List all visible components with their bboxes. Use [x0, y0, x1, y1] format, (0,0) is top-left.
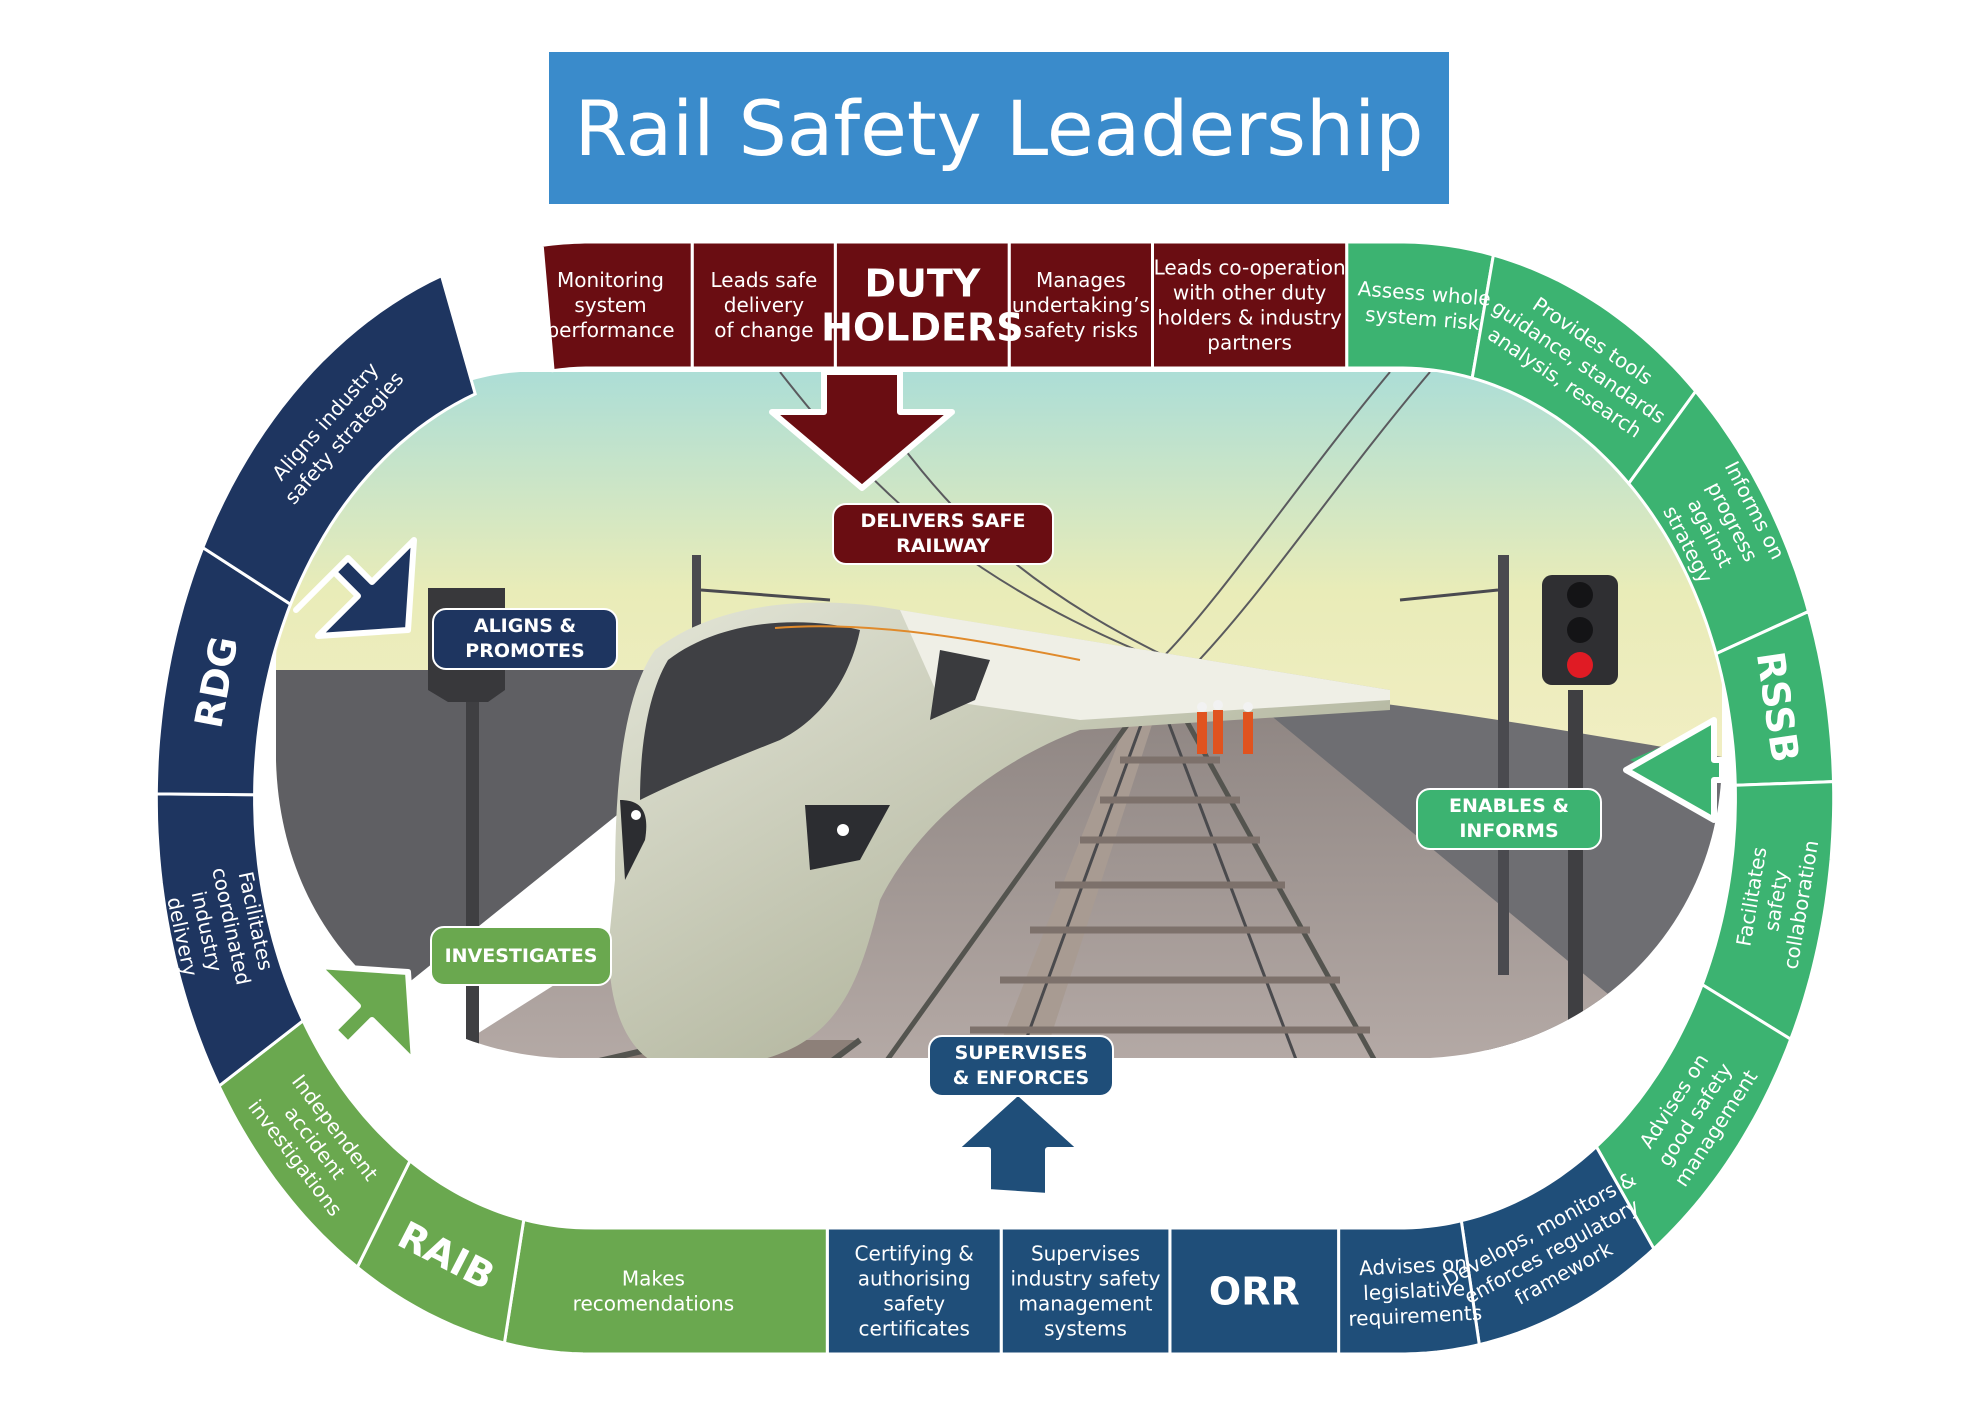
- rssb-segment-label: Assess wholesystem risk: [1355, 276, 1492, 335]
- track-workers-figure: [1197, 700, 1253, 754]
- supervises-enforces-label: SUPERVISES & ENFORCES: [928, 1035, 1114, 1097]
- orr-name-label: ORR: [1209, 1269, 1300, 1313]
- action-line-2: & ENFORCES: [952, 1067, 1090, 1089]
- rail-safety-ring: [154, 240, 1836, 1356]
- action-line-1: DELIVERS SAFE: [860, 510, 1026, 532]
- action-line-1: ALIGNS &: [473, 615, 577, 637]
- duty-holders-arrow: [769, 369, 955, 491]
- orr-arrow: [951, 1089, 1085, 1199]
- action-line-1: SUPERVISES: [954, 1042, 1088, 1064]
- action-line-2: RAILWAY: [896, 535, 990, 557]
- rdg-arrow: [293, 537, 417, 639]
- right-signal: [1542, 575, 1618, 1058]
- action-line-2: PROMOTES: [465, 640, 585, 662]
- action-line-2: INFORMS: [1459, 820, 1559, 842]
- raib-arrow: [293, 963, 417, 1065]
- rdg-segment: [200, 273, 477, 607]
- orr-segment-label: Advises onlegislativerequirements: [1346, 1251, 1483, 1331]
- action-line-1: INVESTIGATES: [444, 944, 598, 967]
- title-banner: Rail Safety Leadership: [549, 52, 1449, 204]
- action-line-1: ENABLES &: [1448, 795, 1570, 817]
- aligns-promotes-label: ALIGNS & PROMOTES: [432, 608, 618, 670]
- rssb-arrow-shape: [1623, 717, 1725, 823]
- delivers-safe-railway-label: DELIVERS SAFE RAILWAY: [832, 503, 1054, 565]
- investigates-label: INVESTIGATES: [430, 926, 612, 986]
- page-title: Rail Safety Leadership: [574, 83, 1424, 173]
- enables-informs-label: ENABLES & INFORMS: [1416, 788, 1602, 850]
